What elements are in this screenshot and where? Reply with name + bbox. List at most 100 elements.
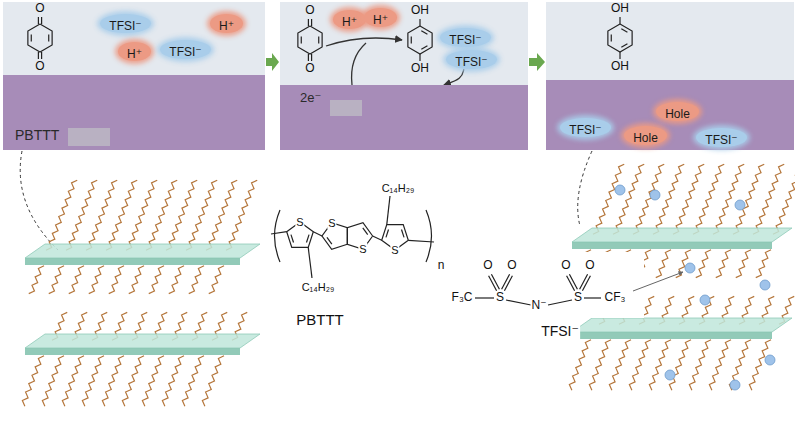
atom-label: CF₃ (604, 291, 627, 304)
double-bond (38, 17, 39, 24)
atom-label: OH (410, 62, 430, 75)
bond-line (373, 236, 382, 240)
inner-bond (411, 36, 412, 43)
double-bond (502, 274, 510, 289)
inner-bond (31, 34, 32, 41)
alkyl-chain (189, 266, 204, 294)
alkyl-chain (689, 340, 711, 390)
atom-label: O (304, 4, 315, 17)
alkyl-chain (82, 356, 104, 406)
alkyl-chain (202, 356, 224, 406)
bond-line (584, 297, 601, 298)
double-bond (491, 274, 499, 289)
panel-ground (280, 2, 528, 150)
alkyl-chain (736, 250, 751, 278)
backbone-slab (25, 258, 240, 265)
backbone-slab (572, 318, 792, 332)
double-bond (41, 17, 42, 24)
node-text: TFSI⁻ (109, 19, 141, 33)
node-text: PBTTT (15, 127, 59, 144)
inner-bond (621, 44, 627, 48)
polymer-bracket (426, 210, 432, 262)
double-bond (504, 276, 512, 291)
proton-oval: H⁺ (210, 14, 243, 33)
node-text: TFSI⁻ (449, 33, 481, 47)
alkyl-chain (209, 266, 224, 294)
anion-dot (760, 280, 770, 290)
alkyl-chain (656, 250, 671, 278)
anion-dot (615, 185, 625, 195)
inner-bond (301, 36, 302, 43)
benzene-ring (298, 26, 322, 54)
pointer-line (633, 272, 683, 291)
side-chain-bond (308, 247, 312, 278)
node-text: H⁺ (127, 47, 142, 61)
atom-label: O (34, 2, 45, 15)
hole-oval: Hole (656, 102, 699, 121)
node-text: Hole (633, 131, 658, 145)
alkyl-chain (649, 340, 671, 390)
alkyl-chain (226, 180, 257, 250)
panel-ground (546, 2, 794, 150)
benzene-ring (28, 24, 52, 52)
alkyl-chain (102, 356, 124, 406)
atom-label: S (573, 291, 583, 304)
atom-label: O (560, 259, 571, 272)
alkyl-chain (69, 266, 84, 294)
alkyl-chain (109, 266, 124, 294)
compound-name: PBTTT (295, 312, 345, 329)
alkyl-chain (89, 266, 104, 294)
anion-oval: TFSI⁻ (160, 40, 211, 59)
alkyl-chain (49, 266, 64, 294)
node-text: Hole (665, 107, 690, 121)
alkyl-chain (29, 266, 44, 294)
inner-bond (611, 34, 612, 41)
electron-path (352, 43, 366, 85)
anion-dot (700, 295, 710, 305)
alkyl-chain (149, 266, 164, 294)
double-bond (311, 19, 312, 26)
redaction-box (330, 100, 362, 116)
step-arrow (529, 53, 545, 71)
side-chain-label: C₁₄H₂₉ (381, 182, 416, 194)
polymer-film-band: PBTTT (3, 75, 265, 150)
atom-label: OH (610, 60, 630, 73)
atom-label: O (304, 62, 315, 75)
alkyl-chain (696, 250, 711, 278)
atom-label: O (34, 60, 45, 73)
alkyl-chain (669, 340, 691, 390)
anion-dot (735, 200, 745, 210)
backbone-slab (25, 244, 260, 258)
atom-label: S (495, 291, 505, 304)
redaction-box (68, 128, 110, 146)
alkyl-chain (62, 356, 84, 406)
node-text: H⁺ (373, 13, 388, 27)
inner-bond (306, 235, 309, 243)
atom-label: N⁻ (531, 299, 548, 312)
alkyl-chain (709, 340, 731, 390)
anion-oval: TFSI⁻ (446, 50, 497, 69)
atom-label: S (295, 216, 304, 228)
backbone-slab (572, 242, 772, 249)
backbone-slab (572, 332, 772, 339)
compound-name: TFSI⁻ (540, 324, 580, 339)
bond-line (506, 300, 531, 305)
backbone-slab (572, 228, 792, 242)
atom-label: OH (610, 2, 630, 15)
bond-line (271, 232, 287, 234)
alkyl-chain (729, 340, 751, 390)
inner-bond (621, 29, 627, 33)
bond-line (313, 232, 322, 236)
alkyl-chain (569, 340, 591, 390)
polymer-film-band: 2e⁻ (280, 85, 528, 150)
anion-dot (650, 190, 660, 200)
bond-line (475, 297, 494, 298)
benzene-ring (408, 26, 432, 54)
double-bond (311, 54, 312, 61)
inner-bond (291, 235, 294, 243)
alkyl-chain (716, 250, 731, 278)
connectors (444, 69, 464, 85)
chemical-structures (28, 17, 683, 305)
lamellae-illustration (22, 180, 260, 406)
anion-dot (665, 370, 675, 380)
